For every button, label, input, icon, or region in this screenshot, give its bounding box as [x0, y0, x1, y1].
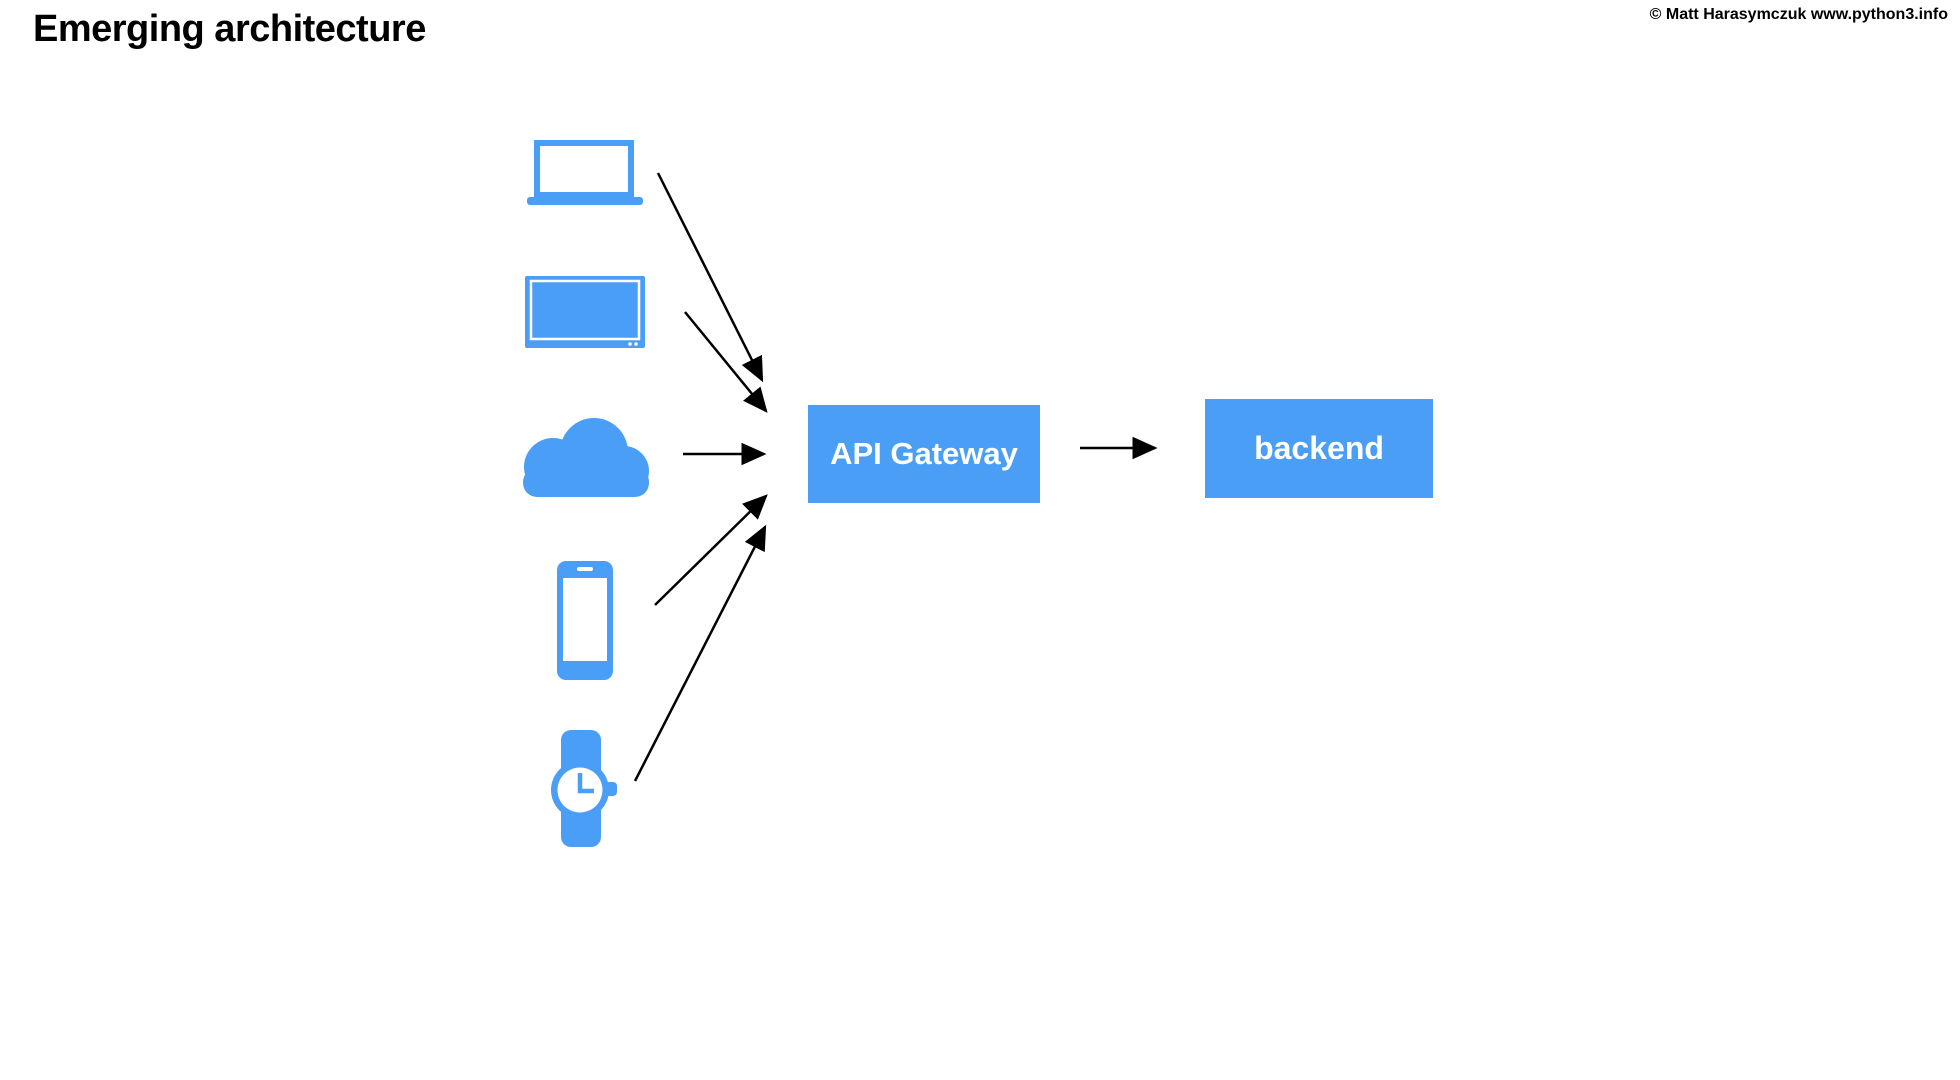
cloud-icon — [523, 418, 649, 497]
backend-box: backend — [1205, 399, 1433, 498]
arrow-smartwatch-to-api-gateway — [633, 524, 767, 782]
copyright-notice: © Matt Harasymczuk www.python3.info — [1649, 6, 1948, 23]
smartwatch-icon — [551, 730, 617, 847]
tv-icon — [525, 276, 645, 348]
backend-label: backend — [1254, 430, 1384, 466]
arrows — [633, 172, 1158, 782]
api-gateway-box: API Gateway — [808, 405, 1040, 503]
smartphone-icon — [557, 561, 613, 680]
api-gateway-label: API Gateway — [830, 436, 1018, 471]
page-title: Emerging architecture — [33, 8, 426, 50]
arrow-laptop-to-api-gateway — [656, 172, 764, 383]
arrow-smartphone-to-api-gateway — [654, 494, 768, 606]
arrow-tv-to-api-gateway — [684, 311, 768, 413]
laptop-icon — [527, 140, 643, 205]
